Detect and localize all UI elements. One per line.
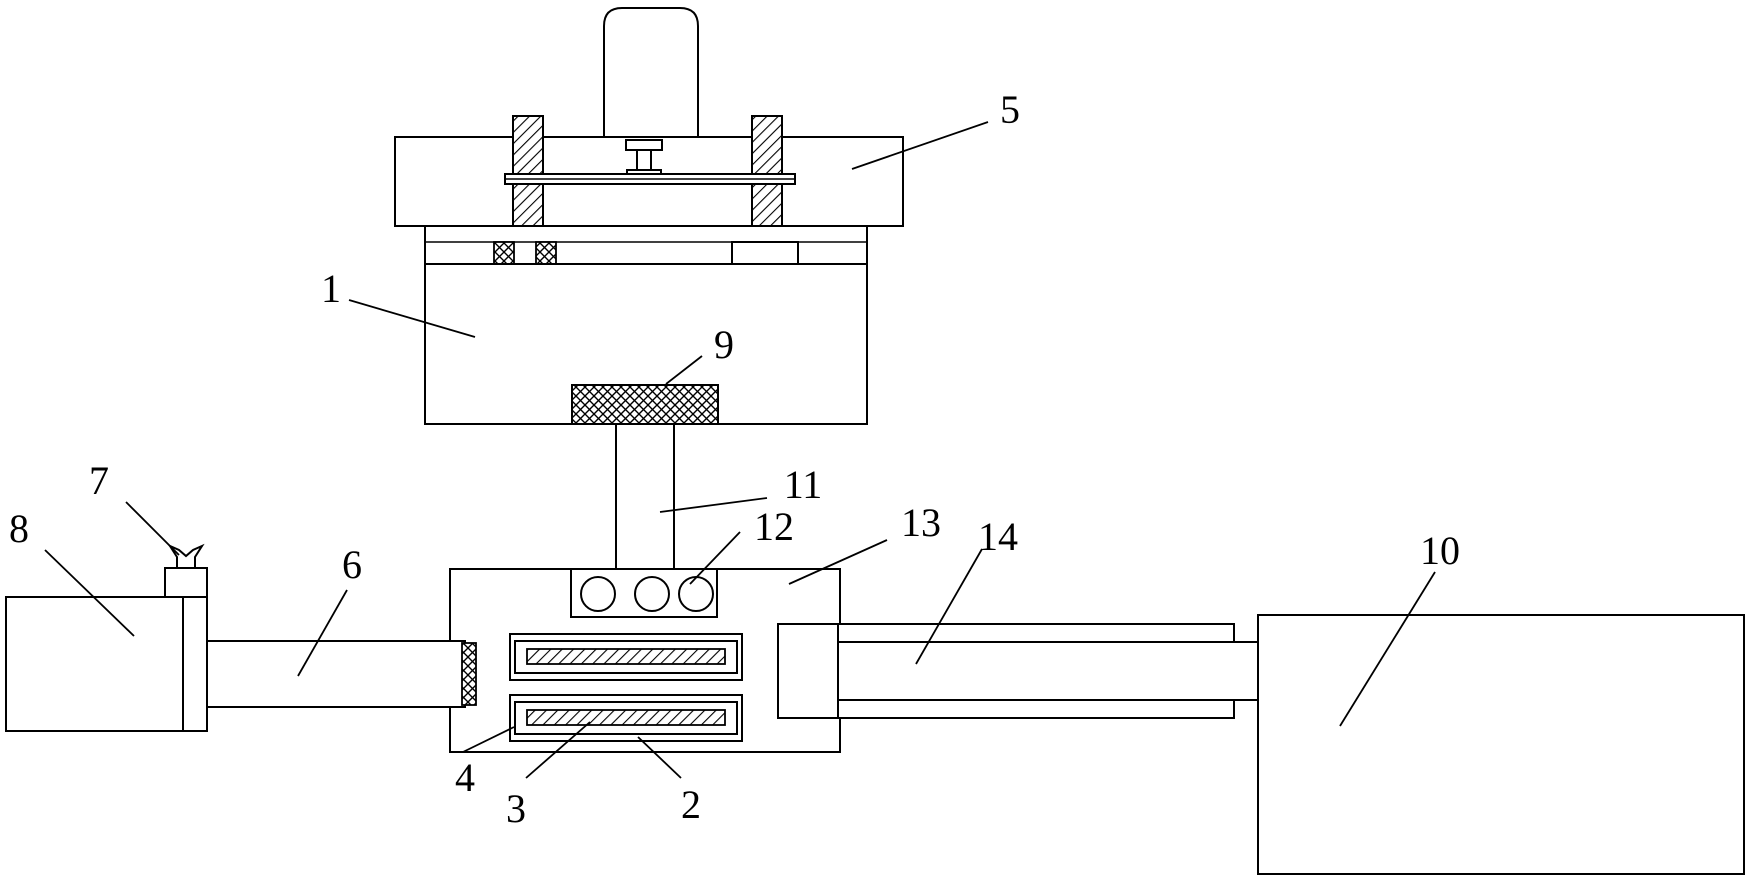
label-6: 6 <box>342 542 362 587</box>
label-3: 3 <box>506 786 526 831</box>
tray-lower-heater <box>526 709 726 726</box>
left-motor-flange <box>182 596 208 732</box>
left-cylinder-end <box>461 642 477 706</box>
right-box <box>1257 614 1745 875</box>
nut-left-a <box>493 241 515 267</box>
label-7: 7 <box>89 458 109 503</box>
label-11: 11 <box>784 462 823 507</box>
valve-body <box>164 567 208 598</box>
left-cylinder <box>206 640 466 708</box>
mesh-block <box>571 384 719 425</box>
right-rod-collar <box>777 623 839 719</box>
motor-coupling <box>625 139 663 151</box>
roller-3 <box>678 576 714 612</box>
roller-2 <box>634 576 670 612</box>
label-10: 10 <box>1420 528 1460 573</box>
guide-block <box>731 241 799 267</box>
guide-frame <box>424 225 868 267</box>
label-5: 5 <box>1000 87 1020 132</box>
label-1: 1 <box>321 266 341 311</box>
label-8: 8 <box>9 506 29 551</box>
motor-shaft <box>636 149 652 171</box>
right-rod <box>837 641 1293 701</box>
valve-handle <box>167 543 205 569</box>
tray-upper-heater <box>526 648 726 665</box>
label-14: 14 <box>978 514 1018 559</box>
nut-left-b <box>535 241 557 267</box>
roller-1 <box>580 576 616 612</box>
label-9: 9 <box>714 322 734 367</box>
column <box>615 423 675 570</box>
left-motor <box>5 596 191 732</box>
label-2: 2 <box>681 782 701 827</box>
label-13: 13 <box>901 500 941 545</box>
label-12: 12 <box>754 504 794 549</box>
motor <box>603 7 699 141</box>
label-4: 4 <box>455 755 475 800</box>
